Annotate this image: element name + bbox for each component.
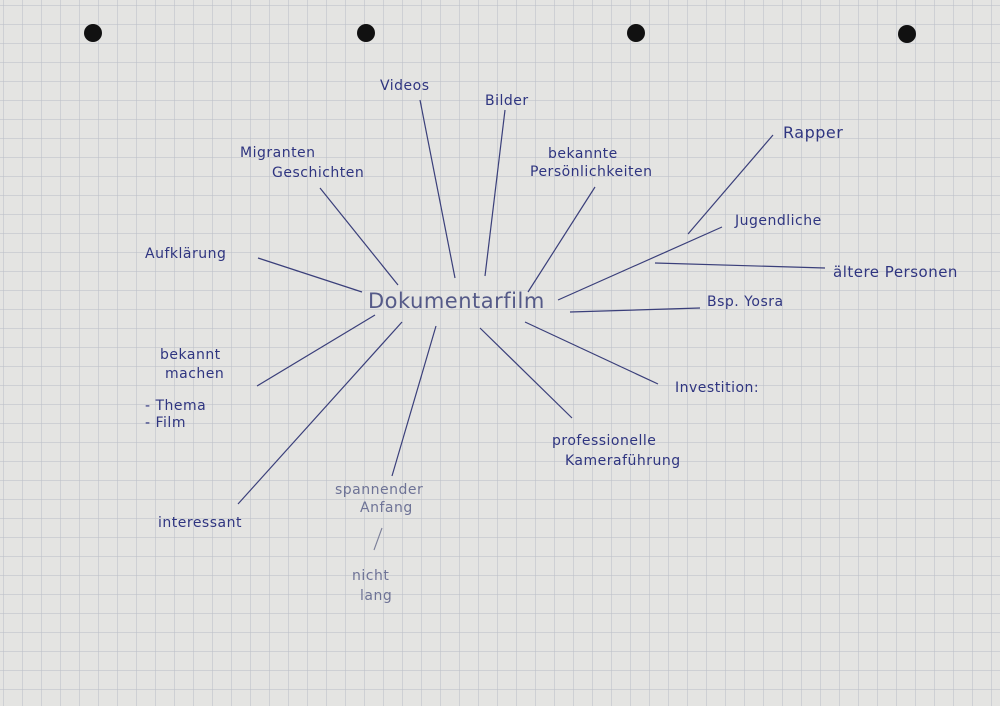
node-investition: Investition: xyxy=(675,380,759,396)
line-aeltere xyxy=(654,262,826,269)
node-anfang: spannender xyxy=(335,482,423,498)
line-beispiel xyxy=(569,307,701,313)
line-kamera xyxy=(479,327,573,419)
node-bekannt: bekannt xyxy=(160,347,221,363)
line-investition xyxy=(524,321,659,385)
node-jugendliche: Jugendliche xyxy=(734,213,822,229)
punch-hole xyxy=(627,24,645,42)
node-bilder: Bilder xyxy=(485,93,529,109)
connector-lines xyxy=(237,99,826,551)
line-bekannt xyxy=(256,314,376,387)
line-aufklaerung xyxy=(257,257,363,293)
node-migranten: Geschichten xyxy=(272,165,364,181)
node-kamera: professionelle xyxy=(552,433,656,449)
node-anfang: Anfang xyxy=(360,500,413,516)
node-persoenlichkeiten: bekannte xyxy=(548,146,618,162)
line-jugendliche xyxy=(557,226,723,301)
node-interessant: interessant xyxy=(158,515,242,531)
node-rapper: Rapper xyxy=(783,123,843,142)
punch-hole xyxy=(357,24,375,42)
punch-hole xyxy=(898,25,916,43)
node-videos: Videos xyxy=(380,78,430,94)
line-interessant xyxy=(237,321,403,505)
node-thema: - Thema xyxy=(145,398,206,414)
line-lang xyxy=(373,527,383,551)
node-film: - Film xyxy=(145,415,186,431)
node-migranten: Migranten xyxy=(240,145,316,161)
line-persoenlichkeiten xyxy=(527,186,596,293)
punch-holes xyxy=(84,24,916,43)
node-lang: lang xyxy=(360,588,392,604)
line-videos xyxy=(419,99,456,279)
node-persoenlichkeiten: Persönlichkeiten xyxy=(530,164,652,180)
node-lang: nicht xyxy=(352,568,389,584)
punch-hole xyxy=(84,24,102,42)
line-anfang xyxy=(391,325,437,477)
node-aeltere: ältere Personen xyxy=(833,263,958,281)
center-node: Dokumentarfilm xyxy=(368,289,545,313)
labels: Dokumentarfilm Videos Bilder Migranten G… xyxy=(145,78,958,604)
node-bekannt: machen xyxy=(165,366,224,382)
node-kamera: Kameraführung xyxy=(565,453,681,469)
line-migranten xyxy=(319,187,399,286)
node-beispiel: Bsp. Yosra xyxy=(707,294,784,310)
node-aufklaerung: Aufklärung xyxy=(145,246,226,262)
line-rapper xyxy=(687,134,774,235)
line-bilder xyxy=(484,109,506,277)
